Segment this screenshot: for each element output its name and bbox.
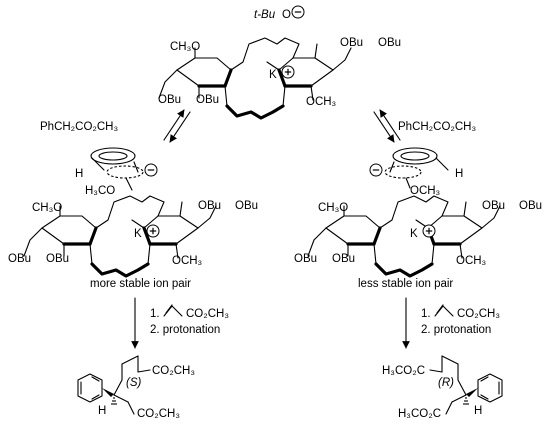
equilibrium-left — [163, 109, 191, 143]
top-methoxy-left: CH₃O — [170, 41, 200, 53]
left-obu-3: OBu — [8, 253, 31, 265]
left-acrylate-icon — [163, 305, 183, 317]
left-stereo-label: (S) — [126, 377, 142, 389]
right-step1-prefix: 1. — [421, 308, 431, 320]
equilibrium-right — [373, 109, 401, 143]
top-obu-lower-1: OBu — [158, 94, 181, 106]
left-step1-prefix: 1. — [150, 308, 160, 320]
top-cation: K — [269, 69, 277, 81]
right-enolate-charge-icon — [369, 163, 383, 177]
base-prefix: t-Bu — [254, 9, 276, 21]
left-cation-charge-icon — [146, 224, 160, 238]
left-enolate-charge-icon — [144, 163, 158, 177]
left-phenyl-icon — [77, 373, 103, 403]
right-caption: less stable ion pair — [358, 278, 453, 290]
left-och3: OCH₃ — [172, 255, 203, 267]
right-step2: 2. protonation — [421, 324, 491, 336]
right-step1-reagent: CO₂CH₃ — [457, 308, 500, 320]
left-obu-1: OBu — [198, 200, 221, 212]
right-obu-4: OBu — [332, 253, 355, 265]
right-acrylate-icon — [434, 305, 454, 317]
left-product-ester-top: CO₂CH₃ — [152, 365, 195, 377]
right-obu-3: OBu — [294, 253, 317, 265]
left-obu-2: OBu — [235, 200, 258, 212]
reagent-left: PhCH₂CO₂CH₃ — [40, 121, 118, 133]
left-cation: K — [134, 228, 142, 240]
reagent-right: PhCH₂CO₂CH₃ — [398, 121, 476, 133]
left-step2: 2. protonation — [150, 324, 220, 336]
right-cation-charge-icon — [422, 224, 436, 238]
right-ion-pair: H OCH₃ CH₃O OBu OBu OBu OBu OCH₃ K less … — [294, 147, 542, 290]
base-oxygen: O — [282, 9, 291, 21]
right-methoxy: CH₃O — [318, 202, 348, 214]
left-product-ester-bottom: CO₂CH₃ — [137, 408, 180, 420]
top-host: t-Bu O CH₃O OBu OBu OBu OBu OCH₃ K — [157, 5, 401, 120]
right-product — [429, 355, 503, 415]
right-product-ester-top: H₃CO₂C — [382, 365, 425, 377]
top-obu-lower-2: OBu — [196, 94, 219, 106]
right-obu-1: OBu — [482, 200, 505, 212]
left-step1-reagent: CO₂CH₃ — [186, 308, 229, 320]
left-h-label: H — [75, 168, 83, 180]
left-product-h: H — [98, 405, 106, 417]
left-ion-pair: H H₃CO CH₃O OBu OBu OBu OBu OCH₃ K more … — [8, 147, 258, 290]
right-cation: K — [410, 228, 418, 240]
top-obu-upper-2: OBu — [378, 37, 401, 49]
top-obu-upper-1: OBu — [340, 37, 363, 49]
right-och3: OCH₃ — [456, 255, 487, 267]
right-obu-2: OBu — [519, 200, 542, 212]
left-methoxy: CH₃O — [32, 202, 62, 214]
right-phenyl-icon — [477, 373, 503, 403]
left-ester-label: H₃CO — [85, 185, 115, 197]
left-caption: more stable ion pair — [90, 278, 191, 290]
right-enolate — [384, 147, 449, 189]
right-product-h: H — [474, 405, 482, 417]
top-och3: OCH₃ — [306, 96, 337, 108]
cation-charge-icon — [281, 65, 295, 79]
left-obu-4: OBu — [46, 253, 69, 265]
left-product — [77, 355, 151, 415]
anion-charge-icon — [291, 5, 305, 19]
right-ester-label: OCH₃ — [410, 185, 441, 197]
right-product-ester-bottom: H₃CO₂C — [398, 408, 441, 420]
right-stereo-label: (R) — [438, 377, 454, 389]
right-h-label: H — [455, 168, 463, 180]
left-enolate — [90, 147, 144, 191]
